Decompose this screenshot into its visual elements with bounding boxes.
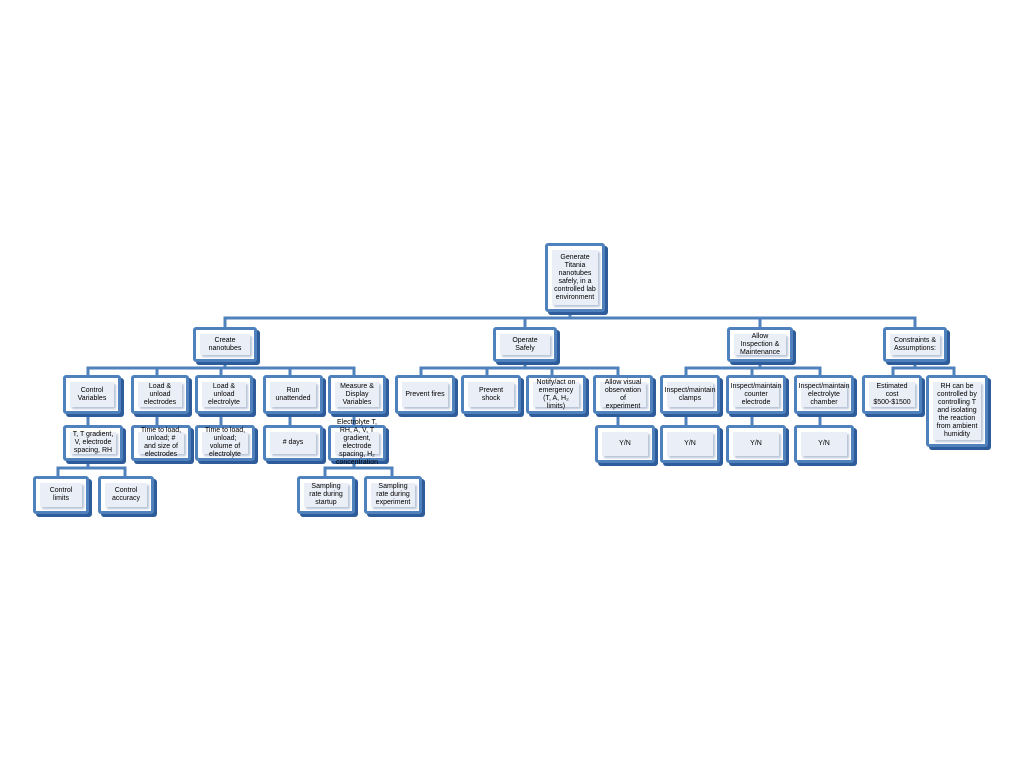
node-sampling-experiment-label: Sampling rate during experiment [375, 483, 411, 506]
node-root-label: Generate Titania nanotubes safely, in a … [554, 253, 596, 301]
node-inspect-clamps-label: Inspect/maintain clamps [664, 386, 716, 402]
node-electrolyte-detail-label: Time to load, unload; volume of electrol… [204, 427, 246, 458]
node-notify-emergency-label: Notify/act on emergency (T, A, H₂ limits… [536, 378, 576, 410]
node-operate-safely: Operate Safely [493, 327, 557, 362]
node-control-accuracy: Control accuracy [98, 476, 154, 514]
node-sampling-startup-label: Sampling rate during startup [309, 483, 343, 506]
node-run-unattended: Run unattended [263, 375, 323, 414]
node-root: Generate Titania nanotubes safely, in a … [545, 243, 605, 312]
node-allow-inspection-label: Allow Inspection & Maintenance [739, 332, 781, 356]
node-load-unload-electrodes-label: Load & unload electrodes [143, 382, 177, 406]
node-visual-observation-yn-label: Y/N [619, 440, 631, 447]
node-create-nanotubes-label: Create nanotubes [208, 336, 242, 352]
node-estimated-cost-label: Estimated cost $500-$1500 [873, 382, 911, 406]
node-sampling-experiment: Sampling rate during experiment [364, 476, 422, 514]
node-control-variables: Control Variables [63, 375, 121, 414]
node-notify-emergency: Notify/act on emergency (T, A, H₂ limits… [526, 375, 586, 414]
node-visual-observation-label: Allow visual observation of experiment [604, 378, 642, 410]
node-estimated-cost: Estimated cost $500-$1500 [862, 375, 922, 414]
node-rh-assumption: RH can be controlled by controlling T an… [926, 375, 988, 447]
node-load-unload-electrodes: Load & unload electrodes [131, 375, 189, 414]
node-electrodes-detail-label: Time to load, unload; # and size of elec… [140, 427, 182, 458]
node-electrolyte-detail: Time to load, unload; volume of electrol… [195, 425, 255, 461]
node-visual-observation: Allow visual observation of experiment [593, 375, 653, 414]
node-counter-electrode-yn: Y/N [726, 425, 786, 463]
node-sampling-startup: Sampling rate during startup [297, 476, 355, 514]
node-electrolyte-chamber-yn-label: Y/N [818, 440, 830, 447]
node-control-limits: Control limits [33, 476, 89, 514]
node-control-variables-label: Control Variables [77, 386, 107, 402]
node-electrodes-detail: Time to load, unload; # and size of elec… [131, 425, 191, 461]
node-control-variables-detail-label: T, T gradient, V, electrode spacing, RH [72, 431, 114, 454]
node-create-nanotubes: Create nanotubes [193, 327, 257, 362]
node-days-detail: # days [263, 425, 323, 461]
node-load-unload-electrolyte-label: Load & unload electrolyte [208, 382, 240, 406]
node-electrolyte-chamber-yn: Y/N [794, 425, 854, 463]
node-inspect-clamps: Inspect/maintain clamps [660, 375, 720, 414]
node-control-limits-label: Control limits [49, 487, 73, 502]
node-prevent-fires: Prevent fires [395, 375, 455, 414]
node-constraints-label: Constraints & Assumptions: [893, 336, 937, 352]
node-inspect-counter-electrode: Inspect/maintain counter electrode [726, 375, 786, 414]
node-clamps-yn: Y/N [660, 425, 720, 463]
node-inspect-counter-electrode-label: Inspect/maintain counter electrode [730, 382, 782, 406]
node-visual-observation-yn: Y/N [595, 425, 655, 463]
node-measured-variables-detail-label: Electrolyte T, RH, A, V, T gradient, ele… [335, 419, 379, 466]
node-measured-variables-detail: Electrolyte T, RH, A, V, T gradient, ele… [328, 419, 386, 466]
node-operate-safely-label: Operate Safely [512, 336, 538, 352]
node-prevent-shock-label: Prevent shock [478, 386, 504, 402]
node-counter-electrode-yn-label: Y/N [750, 440, 762, 447]
node-measure-display: Measure & Display Variables [328, 375, 386, 414]
node-load-unload-electrolyte: Load & unload electrolyte [195, 375, 253, 414]
node-inspect-electrolyte-chamber-label: Inspect/maintain electrolyte chamber [798, 382, 850, 406]
node-measure-display-label: Measure & Display Variables [340, 382, 374, 406]
node-rh-assumption-label: RH can be controlled by controlling T an… [936, 383, 978, 438]
node-prevent-shock: Prevent shock [461, 375, 521, 414]
node-constraints: Constraints & Assumptions: [883, 327, 947, 362]
node-clamps-yn-label: Y/N [684, 440, 696, 447]
node-run-unattended-label: Run unattended [275, 386, 311, 402]
node-inspect-electrolyte-chamber: Inspect/maintain electrolyte chamber [794, 375, 854, 414]
node-prevent-fires-label: Prevent fires [405, 390, 445, 398]
node-allow-inspection: Allow Inspection & Maintenance [727, 327, 793, 362]
node-control-accuracy-label: Control accuracy [111, 487, 140, 502]
node-control-variables-detail: T, T gradient, V, electrode spacing, RH [63, 425, 123, 461]
node-days-detail-label: # days [282, 439, 304, 446]
